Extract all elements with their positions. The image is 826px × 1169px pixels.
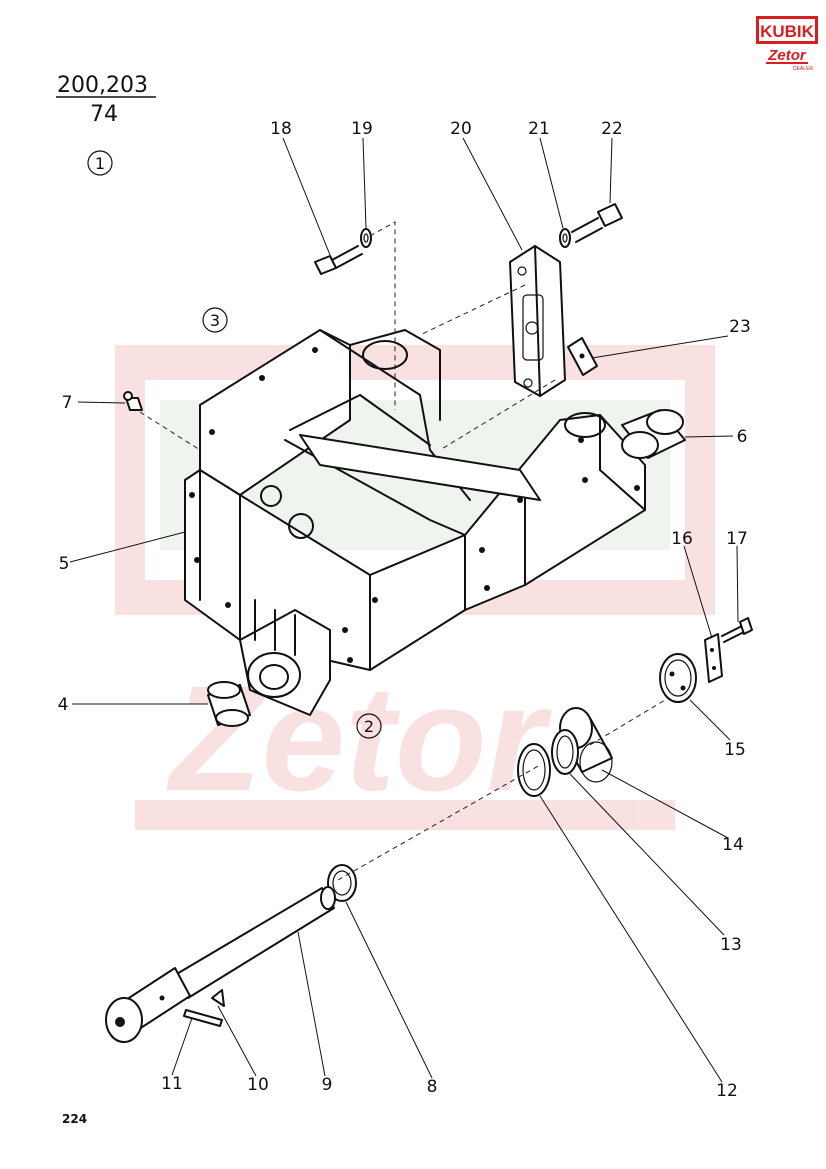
group-code-sub: 74 [90,102,118,127]
brand-logo-kubik: KUBIK [760,22,815,41]
assembly-line-pin [337,699,666,881]
svg-text:1: 1 [95,154,105,173]
ring-part-13 [551,729,579,775]
callout-6: 6 [737,427,748,447]
assembly-line-18 [369,221,396,410]
callout-15: 15 [724,740,746,760]
callout-5: 5 [59,554,70,574]
assembly-line-20 [439,379,556,451]
assembly-line-7 [139,411,201,451]
callout-19: 19 [351,119,373,139]
clevis-pin-part-11 [183,1009,223,1027]
callout-23: 23 [729,317,751,337]
grease-nipple-part-7 [123,391,143,411]
ring-part-12 [517,743,551,797]
cover-part-15 [659,653,697,703]
callout-12: 12 [716,1081,738,1101]
callout-21: 21 [528,119,550,139]
callout-4: 4 [58,695,69,715]
pivot-pin-part-9 [105,886,336,1043]
screw-part-17 [721,617,753,643]
callout-18: 18 [270,119,292,139]
bushing-part-6 [621,409,686,459]
watermark-dealer: DEALER [285,795,497,839]
callout-11: 11 [161,1074,183,1094]
page-number: 224 [62,1112,87,1126]
callout-labels: 18 19 20 21 22 23 6 7 5 4 16 17 15 14 13… [58,119,751,1101]
callout-10: 10 [247,1075,269,1095]
plate-part-20 [509,245,566,397]
shim-part-23 [567,337,598,376]
axle-bracket-part-5 [184,329,646,716]
callout-14: 14 [722,835,744,855]
callout-20: 20 [450,119,472,139]
callout-16: 16 [671,529,693,549]
bolt-part-18 [314,245,363,275]
group-code-main: 200,203 [57,73,148,98]
reference-mark-3: 3 [202,307,228,333]
callout-17: 17 [726,529,748,549]
group-code: 200,203 74 [56,73,156,127]
bolt-part-22 [571,203,623,243]
reference-mark-2: 2 [356,713,382,739]
callout-22: 22 [601,119,623,139]
lock-plate-part-16 [704,633,723,683]
washer-part-19 [360,228,372,248]
callout-9: 9 [322,1075,333,1095]
brand-logo-dealer: DEALER [793,66,813,72]
assembly-line-20b [419,284,526,336]
callout-13: 13 [720,935,742,955]
washer-part-21 [559,228,571,248]
reference-mark-1: 1 [87,150,113,176]
callout-7: 7 [62,393,73,413]
svg-text:3: 3 [210,311,220,330]
svg-text:2: 2 [364,717,374,736]
brand-logo: KUBIK Zetor DEALER [756,16,818,72]
bracket-holes [189,347,640,663]
split-pin-part-10 [211,989,225,1007]
callout-8: 8 [427,1077,438,1097]
brand-logo-zetor: Zetor [767,47,807,64]
bushing-part-4 [207,681,251,727]
leader-lines [69,137,739,1083]
